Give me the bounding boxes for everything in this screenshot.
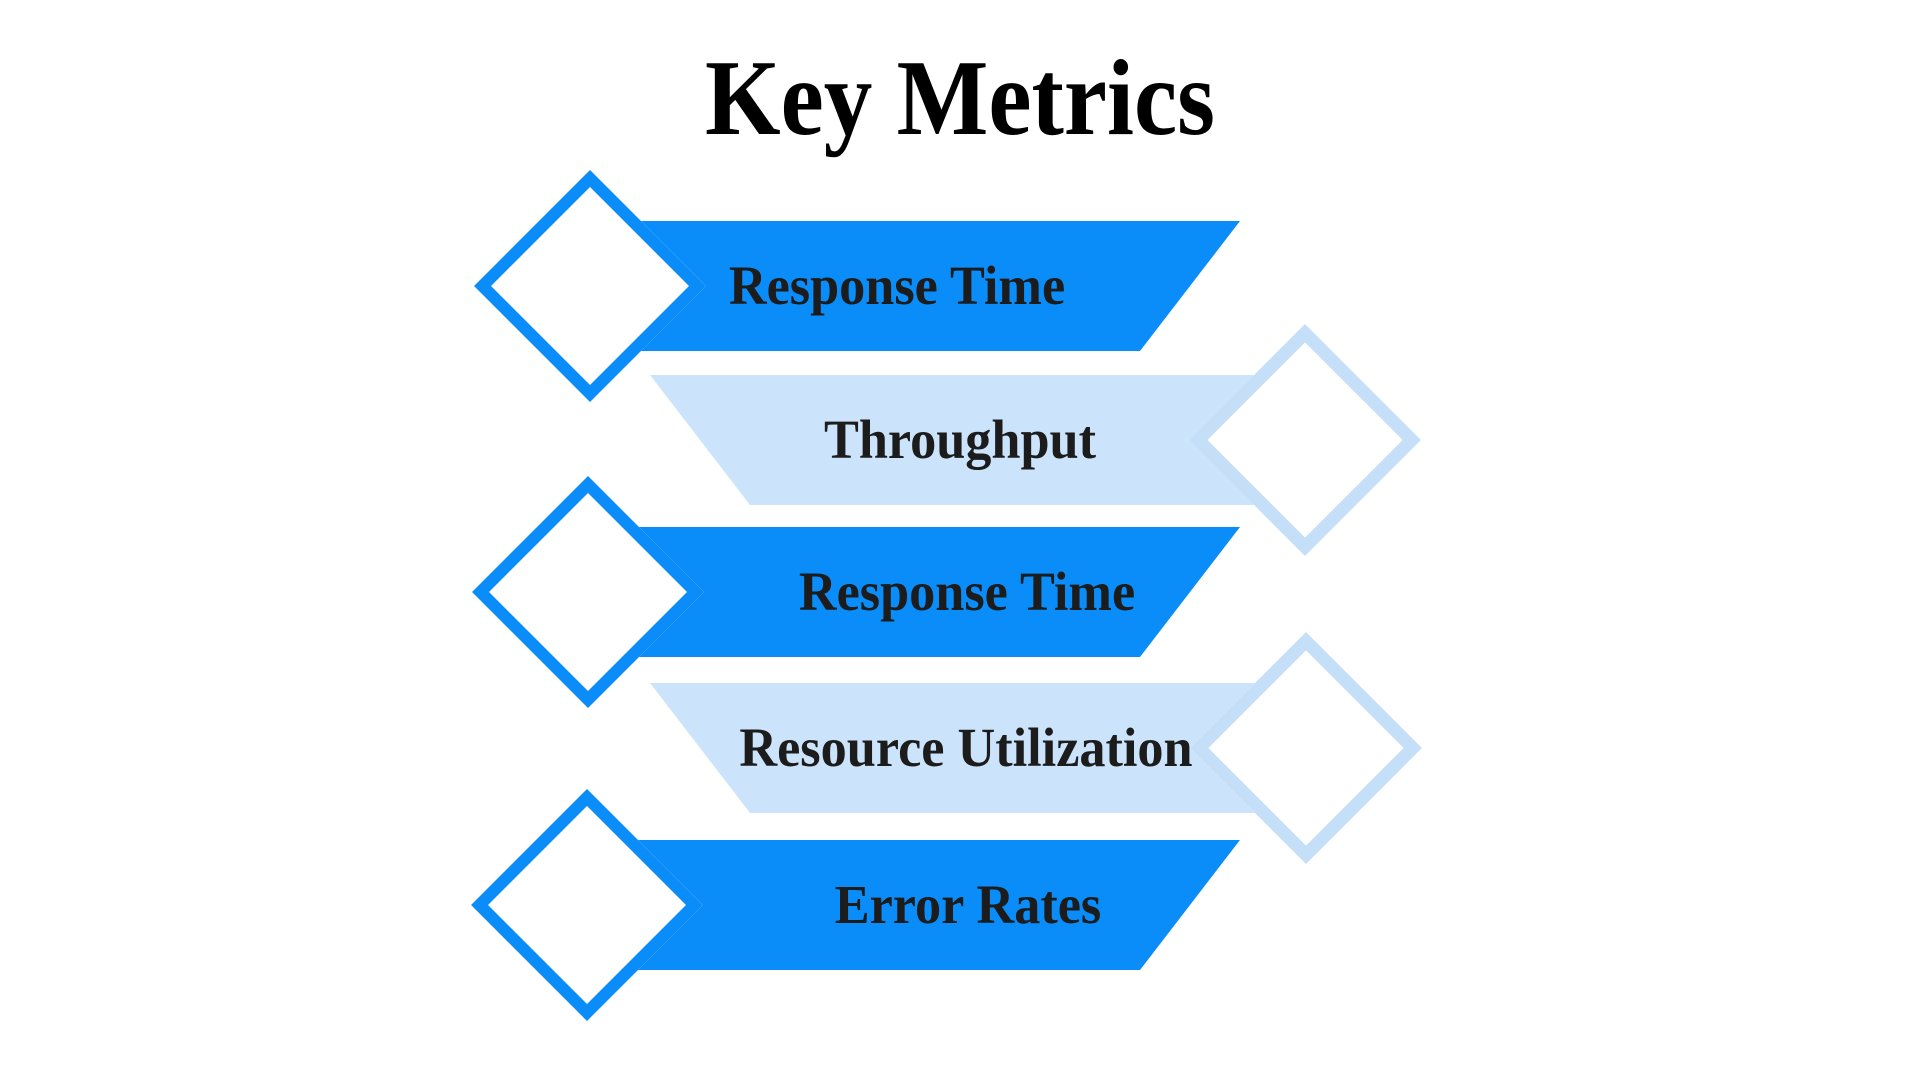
- metric-banner: [610, 840, 1240, 970]
- metric-label: Resource Utilization: [739, 717, 1193, 778]
- metric-banner: [650, 375, 1285, 505]
- metric-banner: [610, 221, 1240, 351]
- page-title: Key Metrics: [704, 39, 1216, 158]
- metric-label: Response Time: [728, 255, 1066, 316]
- metric-banner: [610, 527, 1240, 657]
- metric-label: Error Rates: [834, 874, 1102, 935]
- metric-banner: [650, 683, 1285, 813]
- metric-label: Throughput: [823, 409, 1097, 470]
- metric-label: Response Time: [798, 561, 1136, 622]
